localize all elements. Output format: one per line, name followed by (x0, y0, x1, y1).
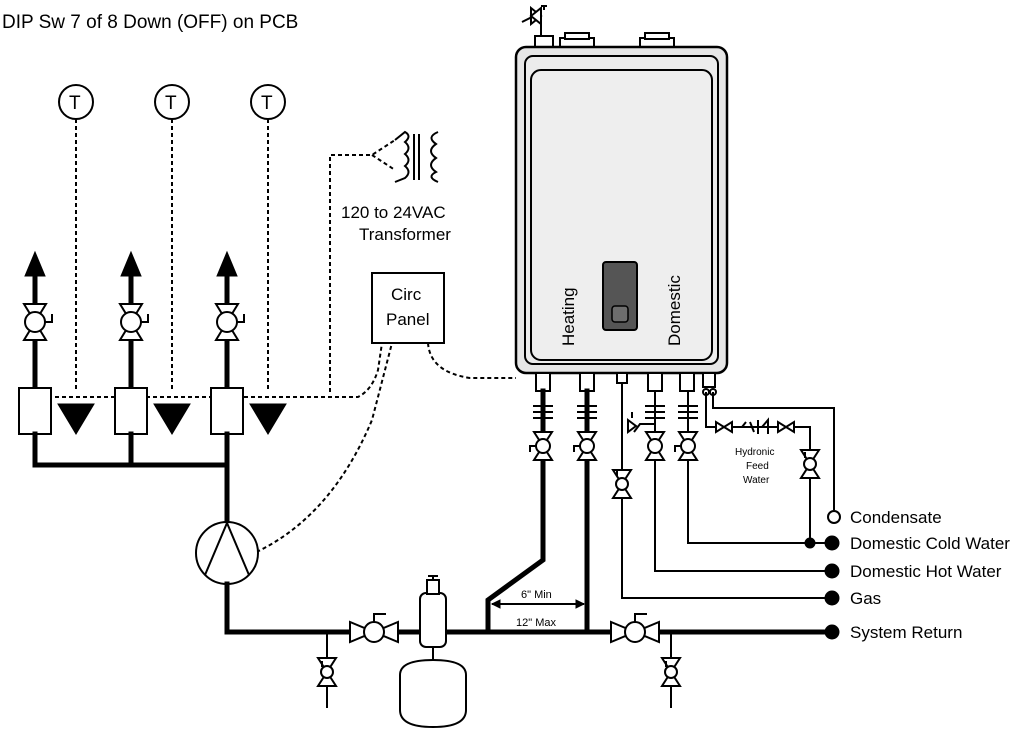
zone-valve-3 (210, 250, 287, 435)
isolation-valve-right (610, 613, 660, 644)
hydronic-feed-label-1: Hydronic (735, 447, 774, 458)
zone-valve-2 (114, 250, 191, 435)
svg-text:T: T (261, 93, 273, 114)
drain-valve-left (316, 632, 338, 708)
circ-panel-label-1: Circ (391, 285, 422, 304)
circulator-pump (195, 520, 259, 585)
heating-label: Heating (559, 287, 578, 346)
tee-spacing-dimension: 6" Min 12" Max (490, 589, 586, 629)
zone-valve-1 (18, 250, 95, 435)
domestic-hot-label: Domestic Hot Water (850, 562, 1002, 581)
drain-valve-right (660, 632, 682, 708)
isolation-valve-left (349, 613, 399, 644)
max-spacing-label: 12" Max (516, 617, 556, 629)
transformer-icon (394, 130, 439, 183)
circ-panel-label-2: Panel (386, 310, 429, 329)
svg-text:T: T (165, 93, 177, 114)
domestic-label: Domestic (665, 275, 684, 346)
service-valve-supply (529, 431, 554, 461)
hydronic-feed-line: Hydronic Feed Water (705, 392, 821, 543)
domestic-cold-line: Domestic Cold Water (674, 391, 1010, 553)
boiler-unit: Heating Domestic (514, 5, 729, 396)
svg-text:T: T (69, 93, 81, 114)
thermostat-2: T (154, 84, 190, 120)
thermostat-3: T (250, 84, 286, 120)
dip-switch-note: DIP Sw 7 of 8 Down (OFF) on PCB (2, 12, 298, 33)
circ-panel (371, 272, 445, 344)
gas-label: Gas (850, 589, 881, 608)
hydronic-feed-label-3: Water (743, 475, 770, 486)
hydronic-feed-label-2: Feed (746, 461, 769, 472)
transformer-label-2: Transformer (359, 225, 451, 244)
domestic-cold-label: Domestic Cold Water (850, 534, 1010, 553)
condensate-line: Condensate (712, 392, 942, 527)
transformer-label-1: 120 to 24VAC (341, 203, 446, 222)
min-spacing-label: 6" Min (521, 589, 552, 601)
service-valve-return (573, 431, 598, 461)
domestic-hot-line: Domestic Hot Water (627, 391, 1002, 581)
unions-supply-return (533, 405, 597, 419)
condensate-label: Condensate (850, 508, 942, 527)
system-return-label: System Return (850, 623, 962, 642)
air-separator (419, 575, 447, 648)
expansion-tank (399, 647, 467, 729)
gas-line: Gas (611, 383, 881, 608)
thermostat-1: T (58, 84, 94, 120)
